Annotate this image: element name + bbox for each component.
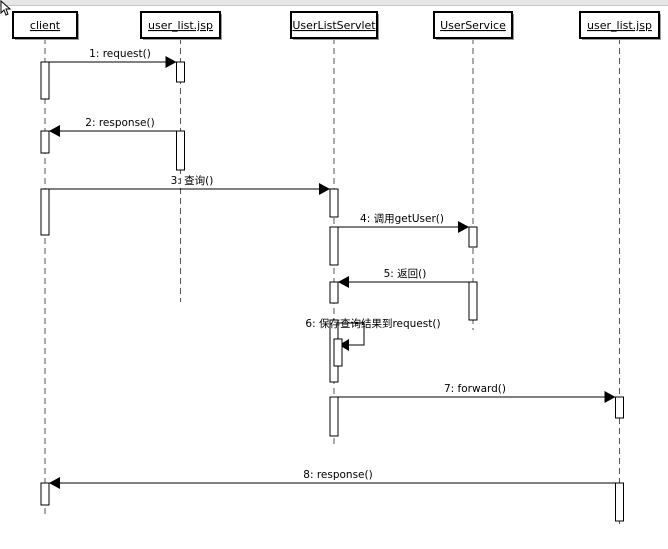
participant-label: user_list.jsp (587, 19, 652, 32)
message-label: 7: forward() (444, 383, 506, 395)
participant-label: user_list.jsp (148, 19, 213, 32)
participant-jsp1: user_list.jsp (140, 11, 222, 40)
activation-bar (40, 61, 50, 100)
activation-bar (329, 281, 339, 304)
participant-box (579, 11, 660, 39)
activation-bar (329, 396, 339, 437)
message-label: 8: response() (303, 469, 372, 481)
participant-box (12, 11, 78, 39)
participant-servlet: UserListServlet (290, 11, 379, 40)
activation-bar (176, 130, 185, 171)
arrow-head (49, 125, 60, 137)
message-4: 4: 调用getUser() (338, 213, 469, 233)
message-label: 1: request() (89, 48, 151, 60)
activation-bar (329, 188, 339, 218)
participant-label: client (30, 19, 61, 32)
participant-client: client (12, 11, 79, 40)
participant-jsp2: user_list.jsp (579, 11, 661, 40)
message-line (338, 322, 365, 346)
arrow-head (319, 183, 330, 195)
message-2: 2: response() (49, 117, 177, 137)
message-label: 2: response() (85, 117, 154, 129)
activation-bar (333, 338, 343, 367)
activation-bar (40, 188, 50, 236)
activation-bar (615, 482, 624, 522)
activation-bar (615, 396, 624, 419)
participant-box (140, 11, 221, 39)
arrow-head (339, 339, 349, 351)
message-label: 3: 查询() (171, 174, 214, 187)
message-label: 5: 返回() (384, 268, 427, 280)
activation-bar (40, 482, 50, 506)
participant-label: UserListServlet (292, 19, 376, 32)
message-3: 3: 查询() (49, 174, 330, 195)
message-label: 6: 保存查询结果到request() (305, 317, 440, 330)
activation-bar (468, 226, 478, 248)
message-7: 7: forward() (338, 383, 616, 403)
mouse-pointer-icon (0, 0, 12, 16)
activation-bar (329, 226, 339, 266)
activation-bar (40, 130, 50, 154)
messages: 1: request() 2: response() 3: 查询() 4: 调用get… (49, 48, 616, 489)
message-8: 8: response() (49, 469, 616, 489)
participant-box (290, 11, 378, 39)
message-5: 5: 返回() (338, 268, 469, 288)
arrow-head (604, 391, 616, 403)
activation-bar (468, 281, 478, 321)
message-6: 6: 保存查询结果到request() (305, 317, 441, 367)
arrow-head (338, 276, 349, 288)
participant-service: UserService (433, 11, 514, 40)
participant-heads: client user_list.jsp UserListServlet UserSe… (12, 11, 661, 40)
message-label: 4: 调用getUser() (360, 213, 444, 225)
window-top-edge (0, 0, 668, 6)
participant-label: UserService (440, 19, 506, 32)
arrow-head (458, 221, 469, 233)
activation-bar (176, 61, 185, 83)
arrow-head (165, 56, 177, 68)
arrow-head (49, 477, 60, 489)
message-1: 1: request() (49, 48, 177, 68)
participant-box (433, 11, 513, 39)
